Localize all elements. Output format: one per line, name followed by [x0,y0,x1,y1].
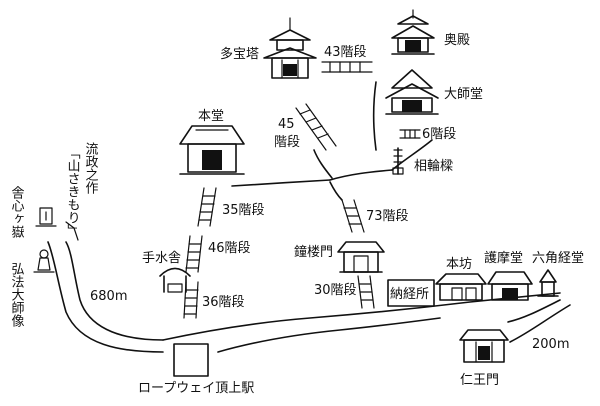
path-junction-down [329,181,343,201]
honbo-building-icon [435,273,487,301]
label-stair-73: 73階段 [366,209,409,224]
label-ryuseinosaku: 流政之作 [83,142,99,194]
label-sorinto: 相輪樑 [414,158,453,174]
chozuya-building-icon [159,267,191,293]
path-680m [65,241,164,341]
label-stair-43: 43階段 [324,45,367,60]
tahoto-building-icon [263,17,317,79]
label-niomon: 仁王門 [460,373,499,388]
shashingatake-marker-icon [35,207,57,227]
sorinto-icon [392,147,404,175]
path-680m-inner [47,241,164,353]
shoromon-building-icon [337,241,385,273]
path-to-stair45 [313,149,333,179]
label-honbo: 本坊 [446,257,472,272]
sculpture-marker-icon [65,221,79,241]
label-stair-45-word: 階段 [274,135,300,150]
main-road-lower-edge [217,317,441,353]
label-stair-36: 36階段 [202,295,245,310]
label-stair-46: 46階段 [208,241,251,256]
label-ropeway-station: ロープウェイ頂上駅 [138,381,254,396]
label-stair-30: 30階段 [314,283,357,298]
ropeway-station-box [173,343,209,377]
label-nokyosho: 納経所 [390,287,429,302]
gomado-building-icon [487,271,533,301]
label-tahoto: 多宝塔 [220,46,259,62]
label-rokkakukyodo: 六角経堂 [532,251,584,266]
okuden-building-icon [391,9,435,55]
stair-73 [341,199,365,233]
path-junction-right [329,169,393,181]
kobo-statue-icon [33,249,55,273]
niomon-building-icon [459,329,509,363]
label-shoromon: 鐘楼門 [294,244,333,260]
label-stair-6: 6階段 [422,127,456,142]
label-yamasakimori: 「山さきもり」 [65,146,81,237]
label-gomado: 護摩堂 [484,250,523,266]
stair-46 [185,235,203,273]
labels: 多宝塔 43階段 奥殿 大師堂 本堂 45 階段 6階段 相輪樑 35階段 73… [9,33,585,396]
paths [47,81,571,353]
label-okuden: 奥殿 [444,33,470,48]
label-kobo-statue: 弘法大師像 [9,262,25,327]
stair-6 [399,129,421,139]
stair-45 [295,103,337,151]
label-daishido: 大師堂 [444,87,483,102]
label-chozuya: 手水舎 [142,251,181,266]
stairs [183,61,421,319]
daishido-building-icon [385,69,439,115]
buildings [33,9,559,377]
label-stair-45-num: 45 [278,117,295,132]
nokyosho-building-box [387,279,435,307]
path-200m-b [507,299,561,323]
stair-30 [357,275,375,309]
hondo-building-icon [179,125,245,175]
rokkakukyodo-building-icon [537,269,559,297]
label-hondo: 本堂 [198,109,224,124]
path-hondo-junction [231,179,331,187]
label-stair-35: 35階段 [222,203,265,218]
label-distance-680: 680m [90,289,127,304]
path-200m [509,304,571,343]
path-up-daishido [372,81,377,151]
stair-35 [197,187,217,227]
stair-43 [321,61,373,73]
label-distance-200: 200m [532,337,569,352]
label-shashingatake: 舎心ヶ嶽 [9,186,25,238]
